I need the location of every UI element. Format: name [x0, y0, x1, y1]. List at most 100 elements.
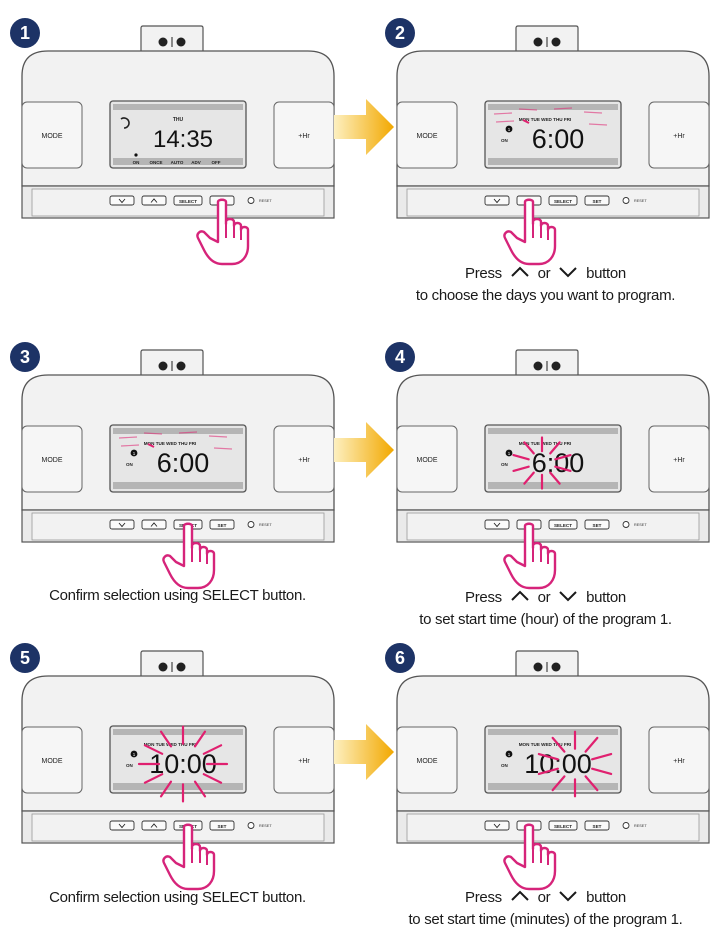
chevron-up-icon	[150, 522, 158, 527]
caption-line: to set start time (hour) of the program …	[419, 610, 672, 628]
thermostat-device: MODE+HrTHU14:35ONONCEAUTOADVOFFSELECTSET…	[21, 25, 335, 266]
mode-button[interactable]: MODE	[21, 425, 83, 493]
reset-button[interactable]: RESET	[622, 521, 647, 528]
set-button[interactable]: SET	[209, 519, 235, 530]
mode-button[interactable]: MODE	[396, 101, 458, 169]
flash-ray	[537, 752, 559, 761]
up-button[interactable]	[141, 195, 167, 206]
chevron-down-icon	[557, 264, 579, 285]
lcd-time: 14:35	[153, 126, 213, 153]
set-button[interactable]: SET	[584, 519, 610, 530]
mode-button[interactable]: MODE	[21, 726, 83, 794]
mode-button[interactable]: MODE	[21, 101, 83, 169]
plus-hr-button[interactable]: +Hr	[648, 425, 710, 493]
caption-line: Confirm selection using SELECT button.	[49, 587, 306, 604]
svg-text:SELECT: SELECT	[179, 199, 197, 204]
select-button[interactable]: SELECT	[173, 195, 203, 206]
flash-ray	[551, 736, 566, 753]
lcd-days: MON TUE WED THU FRI	[519, 117, 572, 122]
chevron-down-icon	[493, 522, 501, 528]
up-button[interactable]	[141, 820, 167, 831]
lcd-time: 10:00	[524, 749, 592, 779]
reset-button[interactable]: RESET	[247, 197, 272, 204]
program-number: 1	[508, 127, 511, 132]
plus-hr-button[interactable]: +Hr	[273, 425, 335, 493]
set-button[interactable]: SET	[584, 195, 610, 206]
down-button[interactable]	[484, 195, 510, 206]
chevron-down-icon	[493, 823, 501, 829]
up-button[interactable]	[141, 519, 167, 530]
svg-text:SET: SET	[593, 523, 602, 528]
down-button[interactable]	[109, 820, 135, 831]
select-button[interactable]: SELECT	[548, 519, 578, 530]
pointing-hand-icon	[162, 522, 216, 590]
mode-button[interactable]: MODE	[396, 425, 458, 493]
chevron-up-icon	[509, 588, 531, 609]
select-button[interactable]: SELECT	[548, 820, 578, 831]
plus-hr-button[interactable]: +Hr	[273, 726, 335, 794]
flash-indicator	[537, 730, 613, 798]
chevron-down-icon	[557, 588, 579, 609]
lcd-day: THU	[173, 117, 184, 123]
reset-button[interactable]: RESET	[247, 822, 272, 829]
lcd-time: 6:00	[532, 124, 585, 154]
lcd-mode-adv: ADV	[191, 160, 201, 165]
program-number-icon	[505, 449, 513, 457]
flash-ray	[159, 730, 173, 748]
flash-ray	[591, 752, 613, 761]
flash-ray	[523, 441, 535, 455]
chevron-down-icon	[118, 823, 126, 829]
program-number-icon	[130, 750, 138, 758]
chevron-up-icon	[150, 823, 158, 828]
plus-hr-label: +Hr	[673, 758, 685, 765]
step-number-badge: 6	[385, 643, 415, 673]
program-number: 1	[133, 451, 136, 456]
plus-hr-button[interactable]: +Hr	[648, 726, 710, 794]
mode-label: MODE	[42, 133, 63, 140]
reset-button[interactable]: RESET	[622, 197, 647, 204]
mode-button[interactable]: MODE	[396, 726, 458, 794]
lcd-days: MON TUE WED THU FRI	[519, 742, 572, 747]
mode-label: MODE	[42, 758, 63, 765]
svg-text:SELECT: SELECT	[554, 824, 572, 829]
flash-ray	[523, 471, 535, 485]
mode-label: MODE	[417, 457, 438, 464]
chevron-up-icon	[509, 264, 531, 285]
chevron-up-icon	[150, 198, 158, 203]
chevron-down-icon	[118, 522, 126, 528]
flash-ray	[549, 471, 561, 485]
plus-hr-button[interactable]: +Hr	[273, 101, 335, 169]
reset-button[interactable]: RESET	[247, 521, 272, 528]
set-button[interactable]: SET	[584, 820, 610, 831]
caption-line: to set start time (minutes) of the progr…	[408, 910, 683, 928]
plus-hr-button[interactable]: +Hr	[648, 101, 710, 169]
down-button[interactable]	[109, 195, 135, 206]
down-button[interactable]	[484, 519, 510, 530]
set-button[interactable]: SET	[209, 820, 235, 831]
flash-ray	[143, 773, 164, 784]
select-button[interactable]: SELECT	[548, 195, 578, 206]
caption-line: Press or button	[373, 263, 718, 285]
down-button[interactable]	[484, 820, 510, 831]
lcd-time: 6:00	[157, 448, 210, 478]
lcd-on-label: ON	[126, 763, 133, 768]
flash-ray	[554, 454, 572, 461]
svg-text:RESET: RESET	[634, 523, 647, 527]
flash-ray	[584, 775, 599, 792]
reset-button[interactable]: RESET	[622, 822, 647, 829]
pointing-hand-icon	[503, 823, 557, 891]
down-button[interactable]	[109, 519, 135, 530]
dial-icons	[533, 662, 561, 672]
svg-text:SET: SET	[593, 824, 602, 829]
next-step-arrow-icon	[334, 99, 394, 155]
